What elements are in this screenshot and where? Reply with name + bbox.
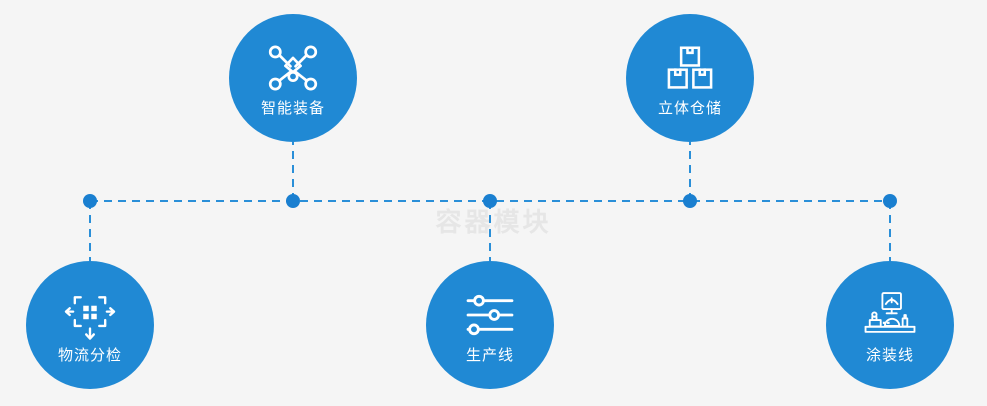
sorting-scan-icon	[63, 288, 117, 342]
node-circle-production-line[interactable]: 生产线	[426, 261, 554, 389]
node-circle-painting-line[interactable]: 涂装线	[826, 261, 954, 389]
node-label-production-line: 生产线	[465, 345, 514, 364]
spine-dot-painting-line[interactable]	[883, 194, 897, 208]
node-circle-stereoscopic-warehouse[interactable]: 立体仓储	[626, 14, 754, 142]
stacked-boxes-icon	[663, 41, 717, 95]
node-label-stereoscopic-warehouse: 立体仓储	[657, 98, 722, 117]
spine-dot-stereoscopic-warehouse[interactable]	[683, 194, 697, 208]
node-label-logistics-sorting: 物流分检	[57, 345, 122, 364]
node-circle-intelligent-equipment[interactable]: 智能装备	[229, 14, 357, 142]
spine-dot-production-line[interactable]	[483, 194, 497, 208]
spine-dot-logistics-sorting[interactable]	[83, 194, 97, 208]
watermark-text: 容器模块	[435, 207, 552, 238]
node-label-intelligent-equipment: 智能装备	[260, 98, 325, 117]
sliders-icon	[463, 288, 517, 342]
node-circle-logistics-sorting[interactable]: 物流分检	[26, 261, 154, 389]
node-label-painting-line: 涂装线	[865, 345, 914, 364]
network-nodes-icon	[266, 41, 320, 95]
paint-workstation-icon	[863, 288, 917, 342]
spine-dot-intelligent-equipment[interactable]	[286, 194, 300, 208]
